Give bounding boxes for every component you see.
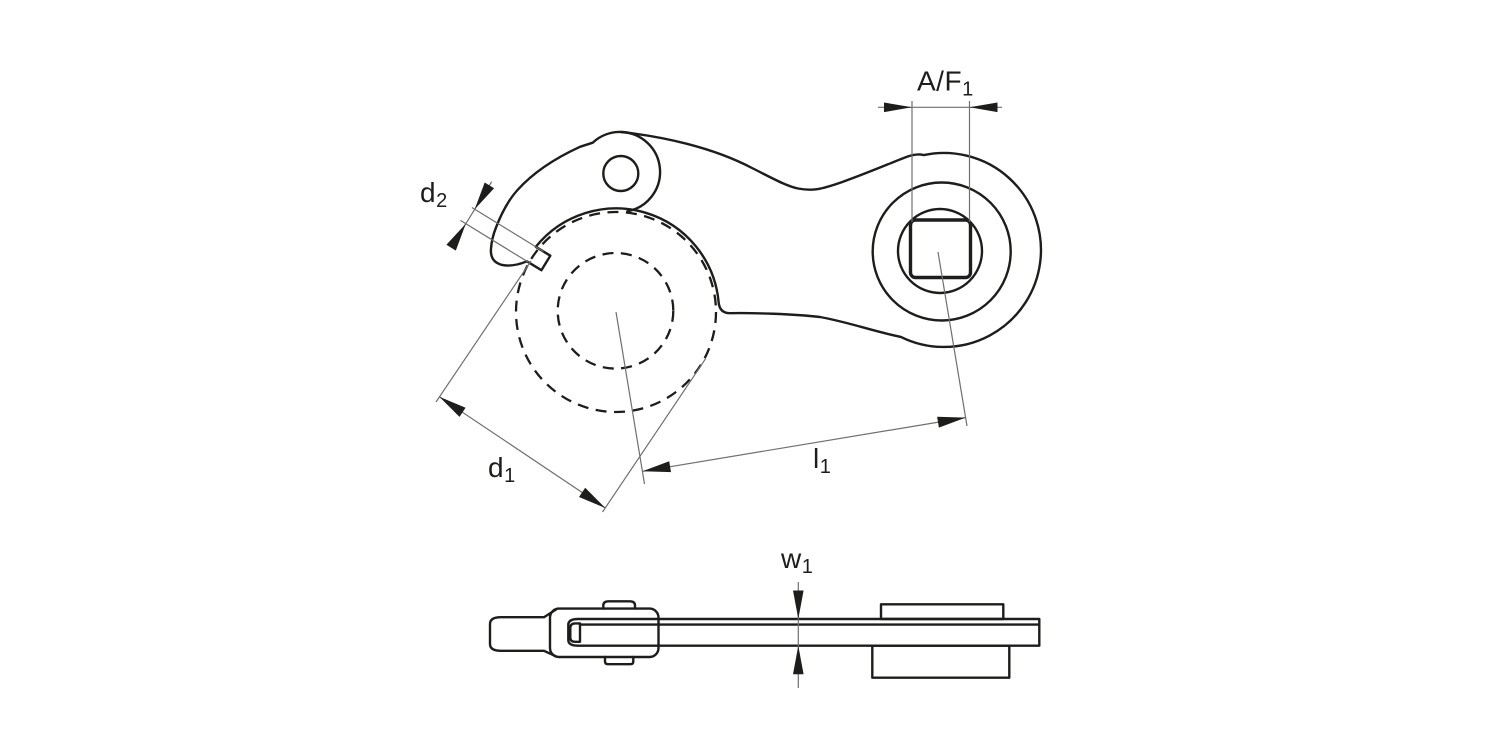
side-tab-outline xyxy=(488,608,558,658)
af1-arrowhead-right xyxy=(969,102,998,113)
d1-arrowhead-upper xyxy=(439,396,466,417)
top-view xyxy=(489,130,1043,414)
side-clevis-body xyxy=(548,607,660,659)
label-w1: w1 xyxy=(780,543,813,578)
w1-arrowhead-down xyxy=(793,590,804,619)
d2-arrowhead-lower xyxy=(446,223,466,251)
l1-arrowhead-right xyxy=(937,416,966,428)
l1-arrowhead-left xyxy=(642,461,671,473)
side-bar-outline xyxy=(567,617,1041,647)
d2-extension-line-upper xyxy=(471,206,544,253)
l1-extension-line-right xyxy=(937,251,968,427)
hook-arm-lobe-arc xyxy=(620,130,662,213)
label-af1: A/F1 xyxy=(917,66,974,101)
dimension-l1: l1 xyxy=(615,251,968,485)
side-pin-bottom xyxy=(603,655,635,666)
d1-extension-line-lower xyxy=(602,358,706,513)
l1-dimension-line xyxy=(642,417,966,472)
gripped-part-inner-dashed-circle xyxy=(556,251,675,370)
dimension-d2: d2 xyxy=(420,177,544,263)
d1-arrowhead-lower xyxy=(579,487,606,508)
label-d1: d1 xyxy=(488,452,516,487)
dimension-w1: w1 xyxy=(780,543,813,688)
ring-inner-circle xyxy=(896,207,984,295)
side-pin-top xyxy=(602,600,637,610)
label-l1: l1 xyxy=(813,443,831,478)
side-bottom-block xyxy=(871,644,1011,679)
side-bar-left-cap xyxy=(569,622,582,643)
gripped-part-outer-dashed-circle xyxy=(514,210,718,414)
side-view xyxy=(488,600,1041,679)
l1-extension-line-left xyxy=(615,311,646,485)
ring-boss-circle xyxy=(871,181,1012,322)
square-drive-hole xyxy=(908,218,973,280)
pivot-hole xyxy=(602,154,640,193)
w1-arrowhead-up xyxy=(793,645,804,675)
label-d2: d2 xyxy=(420,177,448,212)
wrench-body-outline xyxy=(489,130,1043,349)
d2-extension-line-lower xyxy=(460,219,529,263)
d1-dimension-line xyxy=(438,396,606,509)
d1-extension-line-upper xyxy=(435,260,532,403)
dimension-d1: d1 xyxy=(435,260,706,513)
af1-arrowhead-left xyxy=(884,102,912,113)
side-top-block xyxy=(879,603,1005,621)
dimension-af1: A/F1 xyxy=(878,66,1002,222)
d2-arrowhead-upper xyxy=(474,182,495,210)
